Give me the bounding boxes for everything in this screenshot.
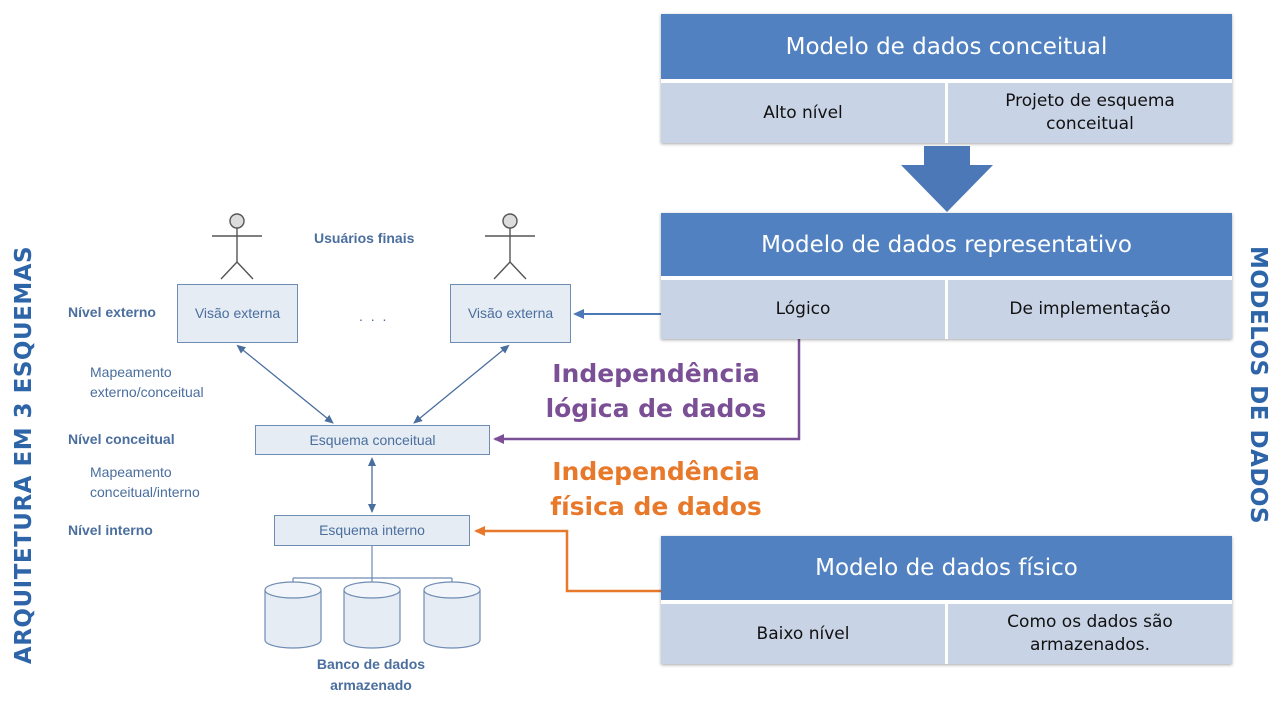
arrow-view2-conceptual xyxy=(413,344,510,424)
logical-independence-label: Independência lógica de dados xyxy=(545,359,767,423)
end-user-figure-1 xyxy=(212,213,262,280)
logical-independence-arrow xyxy=(493,338,801,444)
database-cylinder-1 xyxy=(264,581,322,649)
conceptual-model-cell-right: Projeto de esquema conceitual xyxy=(948,83,1232,143)
mapping-external-conceptual-label: Mapeamento externo/conceitual xyxy=(90,364,204,401)
mapping-conceptual-internal-label: Mapeamento conceitual/interno xyxy=(90,464,200,501)
physical-model-title: Modelo de dados físico xyxy=(661,536,1232,600)
conceptual-model-title: Modelo de dados conceitual xyxy=(661,14,1232,79)
representative-model-cell-right: De implementação xyxy=(948,280,1232,339)
database-cylinder-2 xyxy=(343,581,401,649)
conceptual-level-label: Nível conceitual xyxy=(68,431,175,447)
down-arrow xyxy=(901,146,993,212)
external-level-label: Nível externo xyxy=(68,304,156,320)
end-user-figure-2 xyxy=(485,213,535,280)
end-users-label: Usuários finais xyxy=(314,230,415,246)
stored-database-label: Banco de dados armazenado xyxy=(316,656,426,693)
representative-model-title: Modelo de dados representativo xyxy=(661,213,1232,276)
arrow-view1-conceptual xyxy=(236,344,334,424)
physical-independence-arrow xyxy=(474,526,663,593)
database-cylinder-3 xyxy=(423,581,481,649)
representative-model-cell-left: Lógico xyxy=(661,280,945,339)
ellipsis: . . . xyxy=(359,308,389,324)
external-view-box-2: Visão externa xyxy=(450,284,571,343)
physical-independence-label: Independência física de dados xyxy=(550,457,762,521)
physical-model-cell-right: Como os dados são armazenados. xyxy=(948,604,1232,664)
conceptual-model-cell-left: Alto nível xyxy=(661,83,945,143)
internal-level-label: Nível interno xyxy=(68,522,153,538)
physical-model-cell-left: Baixo nível xyxy=(661,604,945,664)
external-view-box-1: Visão externa xyxy=(177,284,298,343)
conceptual-schema-box: Esquema conceitual xyxy=(255,425,490,455)
database-connector xyxy=(292,546,453,586)
internal-schema-box: Esquema interno xyxy=(274,515,470,546)
